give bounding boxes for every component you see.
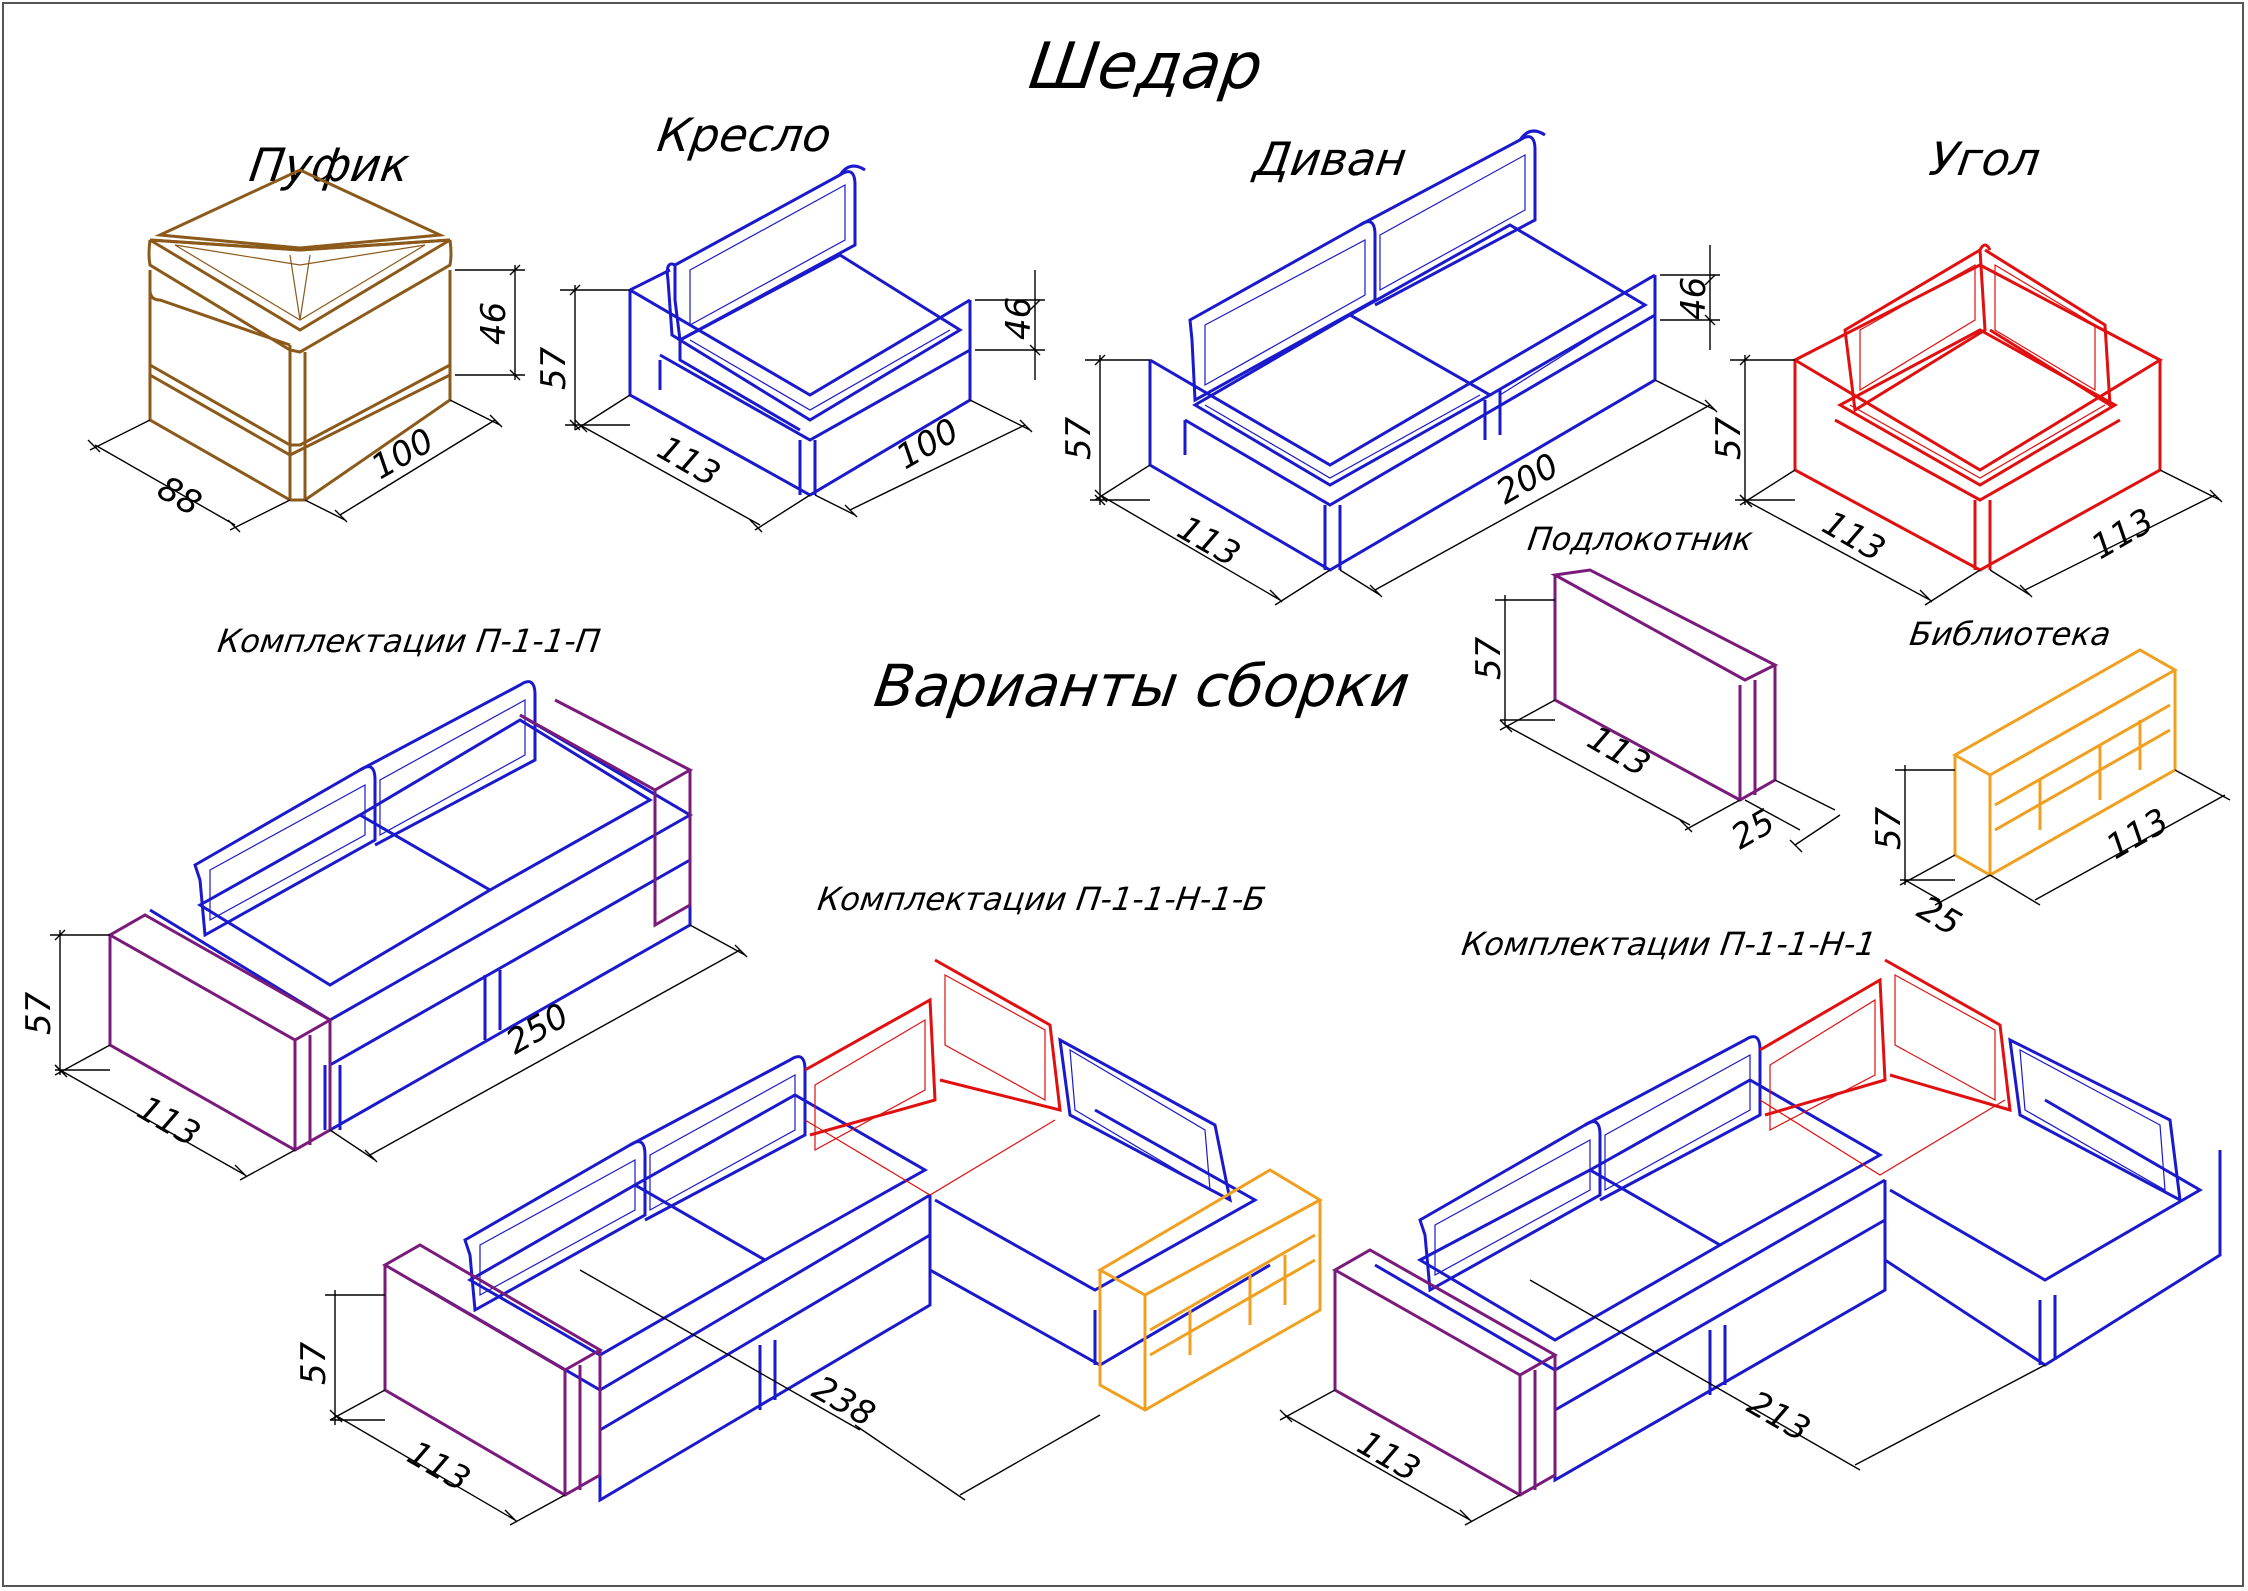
chair-dim-width: 100 [890, 411, 966, 478]
sofa-dim-seat: 46 [1674, 277, 1714, 320]
chair-drawing: 113 100 57 46 [534, 164, 1045, 533]
set3-dim-width: 213 [1741, 1383, 1817, 1450]
chair-dim-height: 57 [534, 346, 574, 390]
set2-dim-depth: 113 [401, 1433, 477, 1500]
set3-dim-depth: 113 [1351, 1423, 1427, 1490]
armrest-dim-height: 57 [1469, 636, 1509, 680]
set1-dim-depth: 113 [131, 1088, 207, 1155]
library-dim-depth: 25 [1911, 888, 1968, 944]
pouf-drawing: 88 100 46 [87, 168, 525, 533]
pouf-dim-width: 100 [365, 421, 441, 488]
set3-drawing: 113 213 [1279, 958, 2222, 1526]
pouf-dim-height: 46 [474, 302, 514, 345]
set2-dim-height: 57 [294, 1341, 334, 1385]
set2-drawing: 113 238 57 [294, 958, 1324, 1526]
chair-dim-seat: 46 [999, 297, 1039, 340]
corner-dim-height: 57 [1709, 416, 1749, 460]
set1-drawing: 113 250 57 [19, 680, 748, 1181]
library-drawing: 25 113 57 [1869, 648, 2231, 944]
armrest-dim-depth: 113 [1581, 718, 1657, 785]
corner-dim-width: 113 [2085, 501, 2161, 568]
set1-dim-width: 250 [500, 996, 576, 1063]
sofa-drawing: 113 200 57 46 [1059, 129, 1720, 606]
sofa-dim-depth: 113 [1171, 508, 1247, 575]
set2-dim-width: 238 [806, 1368, 882, 1435]
sofa-dim-width: 200 [1490, 446, 1566, 513]
corner-dim-depth: 113 [1816, 503, 1892, 570]
set1-dim-height: 57 [19, 991, 59, 1035]
armrest-dim-width: 25 [1725, 802, 1782, 858]
pouf-dim-depth: 88 [151, 468, 208, 524]
armrest-drawing: 113 25 57 [1469, 568, 1841, 858]
corner-drawing: 113 113 57 [1709, 243, 2223, 606]
library-dim-height: 57 [1869, 806, 1909, 850]
sofa-dim-height: 57 [1059, 416, 1099, 460]
